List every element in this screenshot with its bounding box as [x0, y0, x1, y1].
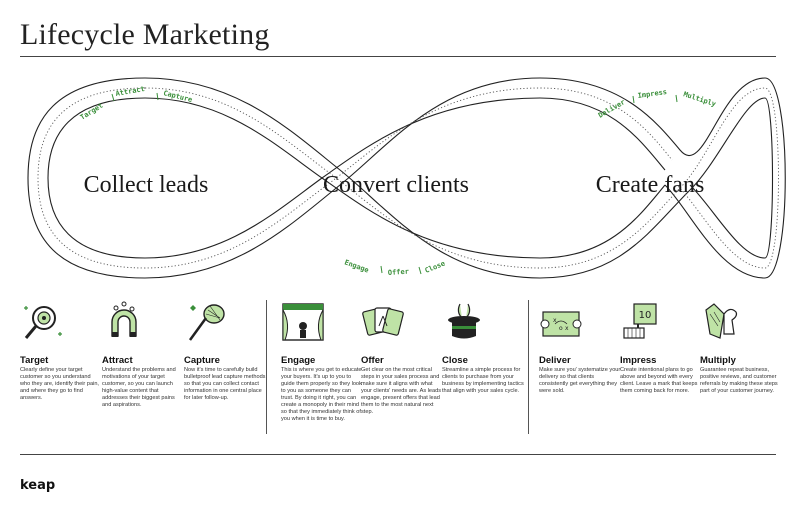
- stage-impress: Impress: [637, 88, 667, 100]
- step-description: Now it's time to carefully build bulletp…: [184, 367, 266, 401]
- step-description: Understand the problems and motivations …: [102, 367, 176, 408]
- score-card-icon: 10: [623, 303, 657, 339]
- stage-curtain-icon: [282, 303, 324, 341]
- step-impress: 10 Impress Create intentional plans to g…: [620, 300, 702, 395]
- svg-text:10: 10: [639, 310, 652, 321]
- step-description: Make sure you' systematize your delivery…: [539, 367, 621, 394]
- step-description: Streamline a simple process for clients …: [442, 367, 524, 394]
- playbook-map-icon: x x o: [540, 311, 582, 337]
- step-title: Offer: [361, 355, 384, 366]
- step-title: Capture: [184, 355, 220, 366]
- page-title: Lifecycle Marketing: [20, 18, 270, 51]
- step-close: Close Streamline a simple process for cl…: [442, 300, 524, 395]
- loop-label-convert: Convert clients: [323, 172, 469, 198]
- step-target: Target Clearly define your target custom…: [20, 300, 102, 402]
- column-divider: [528, 300, 529, 434]
- stage-offer: Offer: [388, 268, 410, 277]
- step-title: Engage: [281, 355, 316, 366]
- magnet-icon: [111, 301, 137, 337]
- step-capture: Capture Now it's time to carefully build…: [184, 300, 266, 402]
- magnifier-target-icon: [24, 306, 62, 339]
- step-description: Clearly define your target customer so y…: [20, 367, 99, 401]
- step-title: Multiply: [700, 355, 736, 366]
- foam-finger-icon: [705, 303, 738, 339]
- step-engage: Engage This is where you get to educate …: [281, 300, 363, 423]
- svg-text:x: x: [553, 317, 557, 324]
- magic-hat-icon: [448, 303, 480, 339]
- top-divider: [20, 56, 776, 57]
- svg-text:x: x: [565, 325, 569, 332]
- stage-engage: Engage: [343, 258, 370, 274]
- step-description: Create intentional plans to go above and…: [620, 367, 698, 394]
- step-title: Impress: [620, 355, 657, 366]
- butterfly-net-icon: [188, 304, 225, 341]
- stage-capture: Capture: [163, 89, 194, 104]
- lifecycle-track: Collect leads Convert clients Create fan…: [27, 77, 786, 279]
- step-attract: Attract Understand the problems and moti…: [102, 300, 184, 409]
- step-deliver: x x o Deliver Make sure you' systematize…: [539, 300, 621, 395]
- playing-cards-icon: [362, 307, 404, 336]
- stage-attract: Attract: [115, 85, 145, 98]
- column-divider: [266, 300, 267, 434]
- step-title: Close: [442, 355, 468, 366]
- step-description: Get clear on the most critical steps in …: [361, 367, 442, 415]
- stage-multiply: Multiply: [682, 90, 717, 108]
- brand-logo: keap: [20, 478, 56, 493]
- stage-deliver: Deliver: [597, 98, 627, 120]
- bottom-divider: [20, 454, 776, 455]
- loop-label-fans: Create fans: [596, 172, 705, 198]
- step-title: Deliver: [539, 355, 571, 366]
- step-description: Guarantee repeat business, positive revi…: [700, 367, 778, 394]
- step-title: Target: [20, 355, 49, 366]
- stage-target: Target: [79, 102, 105, 122]
- loop-label-collect: Collect leads: [84, 172, 209, 198]
- stage-close: Close: [424, 260, 447, 275]
- step-title: Attract: [102, 355, 133, 366]
- step-description: This is where you get to educate your bu…: [281, 367, 362, 422]
- step-multiply: Multiply Guarantee repeat business, posi…: [700, 300, 782, 395]
- svg-text:o: o: [559, 325, 563, 332]
- step-offer: Offer Get clear on the most critical ste…: [361, 300, 443, 416]
